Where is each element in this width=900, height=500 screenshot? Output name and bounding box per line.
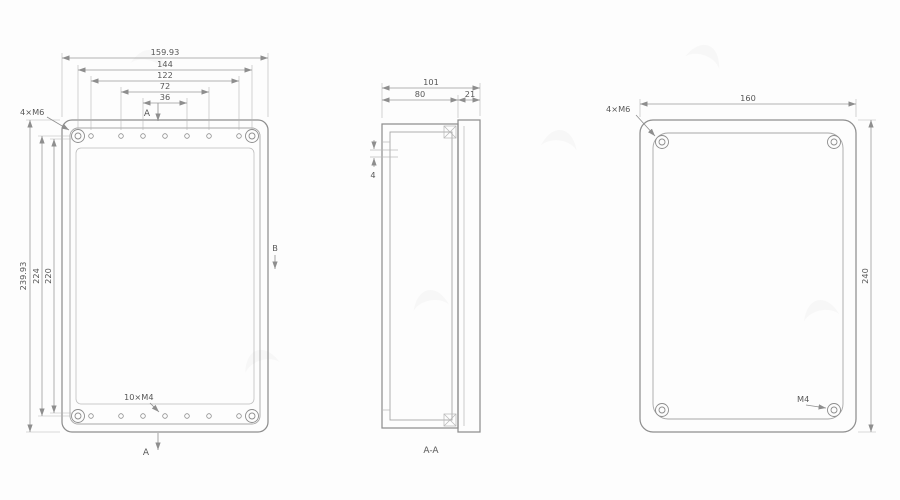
back-inner-edge: [652, 132, 844, 420]
front-outer-edge: [61, 119, 269, 433]
corner-screw-bore: [830, 406, 838, 414]
dim-label-101: 101: [423, 77, 439, 87]
mount-hole: [140, 413, 146, 419]
leader-line: [149, 402, 160, 413]
leader-line: [46, 116, 70, 131]
section-view: 101 80 21 4 A-A: [370, 77, 481, 456]
corner-screw-bore: [658, 406, 666, 414]
corner-screw-bore: [248, 412, 256, 420]
section-marker-a-bottom: A: [143, 448, 150, 458]
section-lid: [457, 119, 481, 433]
thread-callout-m4: M4: [797, 394, 809, 404]
front-lid-edge: [69, 127, 261, 425]
screw-boss-cross: [443, 125, 457, 139]
watermark-mark: [413, 289, 450, 312]
corner-screw-bore: [658, 138, 666, 146]
corner-screw-bore: [74, 412, 82, 420]
mount-hole: [118, 133, 124, 139]
front-view: 159.93 144 122 72 36 239.93: [18, 47, 278, 458]
section-outline: [381, 119, 481, 433]
mount-hole: [162, 413, 168, 419]
section-marker-a-top: A: [144, 109, 151, 119]
mount-hole: [88, 133, 94, 139]
thread-callout-4xm6: 4×M6: [20, 107, 44, 117]
mount-hole: [206, 413, 212, 419]
dim-label-72: 72: [160, 81, 170, 91]
section-cavity: [389, 131, 453, 421]
dim-label-144: 144: [157, 59, 173, 69]
dim-label-224: 224: [31, 268, 41, 284]
corner-screw-bore: [248, 132, 256, 140]
mount-hole: [162, 133, 168, 139]
thread-callout-4xm6-back: 4×M6: [606, 104, 630, 114]
leader-line: [805, 404, 827, 410]
screw-boss: [443, 125, 457, 139]
watermark-mark: [804, 299, 840, 322]
dim-label-overall-width: 159.93: [151, 47, 180, 57]
front-left-dimensions: 239.93 224 220: [18, 119, 73, 433]
mount-hole: [236, 413, 242, 419]
watermark-mark: [541, 129, 577, 151]
section-body: [381, 123, 459, 429]
watermark-mark: [685, 45, 720, 69]
dim-label-122: 122: [157, 70, 173, 80]
leader-line: [635, 114, 656, 137]
section-view-label: A-A: [423, 446, 439, 456]
mount-hole: [118, 413, 124, 419]
dim-label-160: 160: [740, 93, 756, 103]
mount-hole: [184, 133, 190, 139]
section-wall-dimension: 4: [370, 140, 398, 180]
watermarks: [130, 45, 840, 374]
back-view: 160 240 4×M6 M4: [606, 93, 876, 433]
back-dimensions: 160 240: [639, 93, 876, 433]
thread-callout-10xm4: 10×M4: [124, 392, 154, 402]
dim-label-240: 240: [860, 268, 870, 284]
front-corner-screws: [71, 129, 259, 423]
mount-hole: [140, 133, 146, 139]
dim-label-21: 21: [465, 89, 475, 99]
mount-hole: [206, 133, 212, 139]
back-outline: [639, 119, 857, 433]
dim-label-wall-4: 4: [370, 170, 375, 180]
dim-label-36: 36: [160, 92, 170, 102]
front-top-holes: [88, 133, 242, 139]
front-labels: 4×M6 A A B 10×M4: [20, 103, 278, 458]
corner-screw-bore: [830, 138, 838, 146]
front-outline: [61, 119, 269, 433]
section-screw-bosses: [443, 125, 457, 427]
front-top-dimensions: 159.93 144 122 72 36: [61, 47, 269, 130]
screw-boss-cross: [443, 413, 457, 427]
dim-label-220: 220: [43, 268, 53, 284]
front-inner-panel: [75, 147, 255, 405]
back-outer-edge: [639, 119, 857, 433]
screw-boss: [443, 413, 457, 427]
section-top-dimensions: 101 80 21: [381, 77, 481, 118]
corner-screw-bore: [74, 132, 82, 140]
back-labels: 4×M6 M4: [606, 104, 827, 410]
mount-hole: [236, 133, 242, 139]
mount-hole: [184, 413, 190, 419]
back-corner-screws: [655, 135, 841, 417]
dim-label-80: 80: [415, 89, 425, 99]
detail-marker-b: B: [272, 243, 278, 253]
front-bottom-holes: [88, 413, 242, 419]
mount-hole: [88, 413, 94, 419]
dim-label-overall-height: 239.93: [18, 262, 28, 291]
